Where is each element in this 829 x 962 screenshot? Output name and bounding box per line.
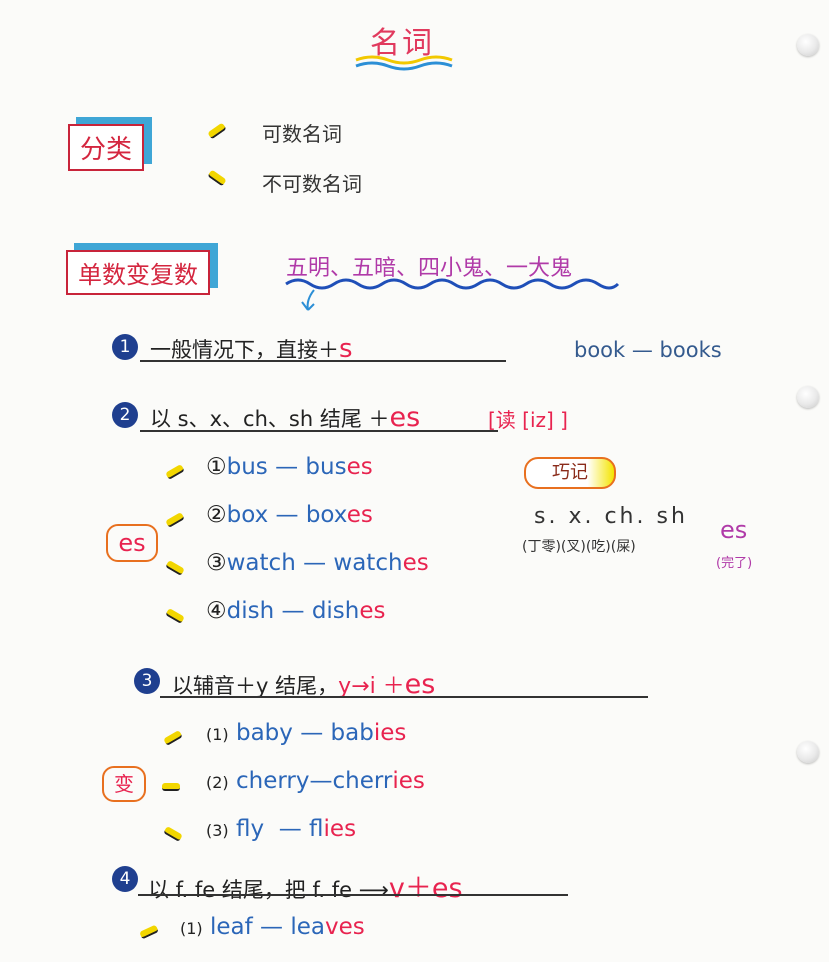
example-prefix: (3) <box>206 821 229 840</box>
example-singular: baby <box>235 720 293 746</box>
rule-3-suffix: es <box>404 669 436 700</box>
example-plural-stem: bab <box>330 720 374 746</box>
memory-hints: (丁零)(叉)(吃)(屎) <box>522 539 636 555</box>
example-plural-ending: ves <box>324 914 365 940</box>
example-singular: box <box>226 502 269 528</box>
rule-3-description: 以辅音＋y 结尾， <box>172 674 339 698</box>
example-dash: — <box>309 768 333 794</box>
binder-hole-middle <box>797 386 819 408</box>
rule-2-example-4: ④dish — dishes <box>206 598 386 624</box>
yellow-tick-mark <box>162 783 180 791</box>
rule-number-4: 4 <box>112 866 138 892</box>
rule-3-underline <box>160 696 648 698</box>
yellow-tick-mark <box>165 608 185 624</box>
example-plural-ending: ies <box>392 768 425 794</box>
rule-4-text: 以 f. fe 结尾，把 f. fe ⟶v＋es <box>148 866 463 905</box>
example-plural-stem: fl <box>309 816 324 842</box>
memory-letters: s. x. ch. sh <box>534 504 688 529</box>
rule-2-suffix: es <box>389 402 421 433</box>
yellow-tick-mark <box>165 512 185 528</box>
yellow-tick-mark <box>165 464 185 480</box>
example-plural-ending: ies <box>323 816 357 842</box>
rule-4-example-1: (1) leaf — leaves <box>180 914 365 940</box>
rule-1-text: 一般情况下，直接＋s <box>150 334 353 364</box>
yellow-tick-mark <box>207 122 227 140</box>
example-plural-ending: es <box>346 454 373 480</box>
rule-2-underline <box>140 430 498 432</box>
example-plural-ending: es <box>359 598 386 624</box>
example-singular: cherry <box>235 768 310 794</box>
example-dash: — <box>268 502 306 528</box>
plural-rule-label: 单数变复数 <box>66 250 210 295</box>
example-plural-stem: lea <box>290 914 325 940</box>
example-plural-ending: es <box>346 502 373 528</box>
rule-number-2: 2 <box>112 402 138 428</box>
es-tag: es <box>106 524 158 562</box>
yellow-tick-mark <box>207 169 227 187</box>
example-prefix: ② <box>206 502 227 528</box>
memory-trick-badge: 巧记 <box>524 457 616 489</box>
rule-4-suffix: v＋es <box>388 873 463 904</box>
example-dash: — <box>252 914 291 940</box>
rule-3-example-2: (2) cherry—cherries <box>206 768 425 794</box>
rule-2-description: 以 s、x、ch、sh 结尾 ＋ <box>150 407 390 431</box>
example-prefix: ① <box>206 454 227 480</box>
example-plural-stem: cherr <box>332 768 393 794</box>
rule-3-text: 以辅音＋y 结尾，y→i ＋es <box>172 668 435 700</box>
rule-1-example: book — books <box>574 338 722 362</box>
example-dash: — <box>264 816 310 842</box>
example-plural-stem: bus <box>305 454 347 480</box>
example-singular: watch <box>226 550 296 576</box>
rule-2-example-2: ②box — boxes <box>206 502 373 528</box>
mnemonic-text: 五明、五暗、四小鬼、一大鬼 <box>286 256 573 281</box>
classification-label: 分类 <box>68 124 145 171</box>
example-dash: — <box>292 720 331 746</box>
yellow-tick-mark <box>163 730 183 746</box>
rule-2-pronunciation-note: [读 [iz] ] <box>488 408 568 432</box>
example-singular: bus <box>226 454 268 480</box>
classification-item-uncountable: 不可数名词 <box>262 172 362 196</box>
example-plural-stem: dish <box>311 598 360 624</box>
example-singular: leaf <box>209 914 253 940</box>
example-dash: — <box>267 454 306 480</box>
rule-4-description: 以 f. fe 结尾，把 f. fe ⟶ <box>148 878 389 902</box>
rule-3-example-1: (1) baby — babies <box>206 720 406 746</box>
rule-3-change: y→i ＋ <box>338 674 405 699</box>
change-tag: 变 <box>102 766 146 802</box>
rule-3-example-3: (3) fly — flies <box>206 816 356 842</box>
example-prefix: (2) <box>206 773 229 792</box>
example-singular: fly <box>235 816 265 842</box>
rule-number-1: 1 <box>112 334 138 360</box>
rule-1-description: 一般情况下，直接＋ <box>150 338 339 362</box>
example-prefix: (1) <box>206 725 229 744</box>
binder-hole-bottom <box>797 741 819 763</box>
example-prefix: ③ <box>206 550 227 576</box>
rule-1-underline <box>140 360 506 362</box>
example-plural-stem: box <box>305 502 347 528</box>
rule-2-example-3: ③watch — watches <box>206 550 429 576</box>
example-dash: — <box>274 598 312 624</box>
rule-2-text: 以 s、x、ch、sh 结尾 ＋es <box>150 402 420 433</box>
page-title: 名词 <box>370 26 434 61</box>
example-plural-ending: ies <box>373 720 407 746</box>
example-plural-stem: watch <box>333 550 403 576</box>
yellow-tick-mark <box>163 826 183 842</box>
yellow-tick-mark <box>139 924 159 940</box>
memory-result-note: (完了) <box>716 556 753 571</box>
rule-number-3: 3 <box>134 668 160 694</box>
title-underline <box>355 55 453 71</box>
rule-1-suffix: s <box>339 334 353 364</box>
binder-hole-top <box>797 34 819 56</box>
example-prefix: (1) <box>180 919 203 938</box>
memory-result: es <box>720 516 748 544</box>
example-singular: dish <box>226 598 275 624</box>
rule-2-example-1: ①bus — buses <box>206 454 373 480</box>
example-prefix: ④ <box>206 598 227 624</box>
rule-4-underline <box>138 894 568 896</box>
classification-item-countable: 可数名词 <box>262 122 342 146</box>
mnemonic-wave-underline <box>285 278 620 311</box>
example-dash: — <box>295 550 334 576</box>
yellow-tick-mark <box>165 560 185 576</box>
example-plural-ending: es <box>402 550 429 576</box>
